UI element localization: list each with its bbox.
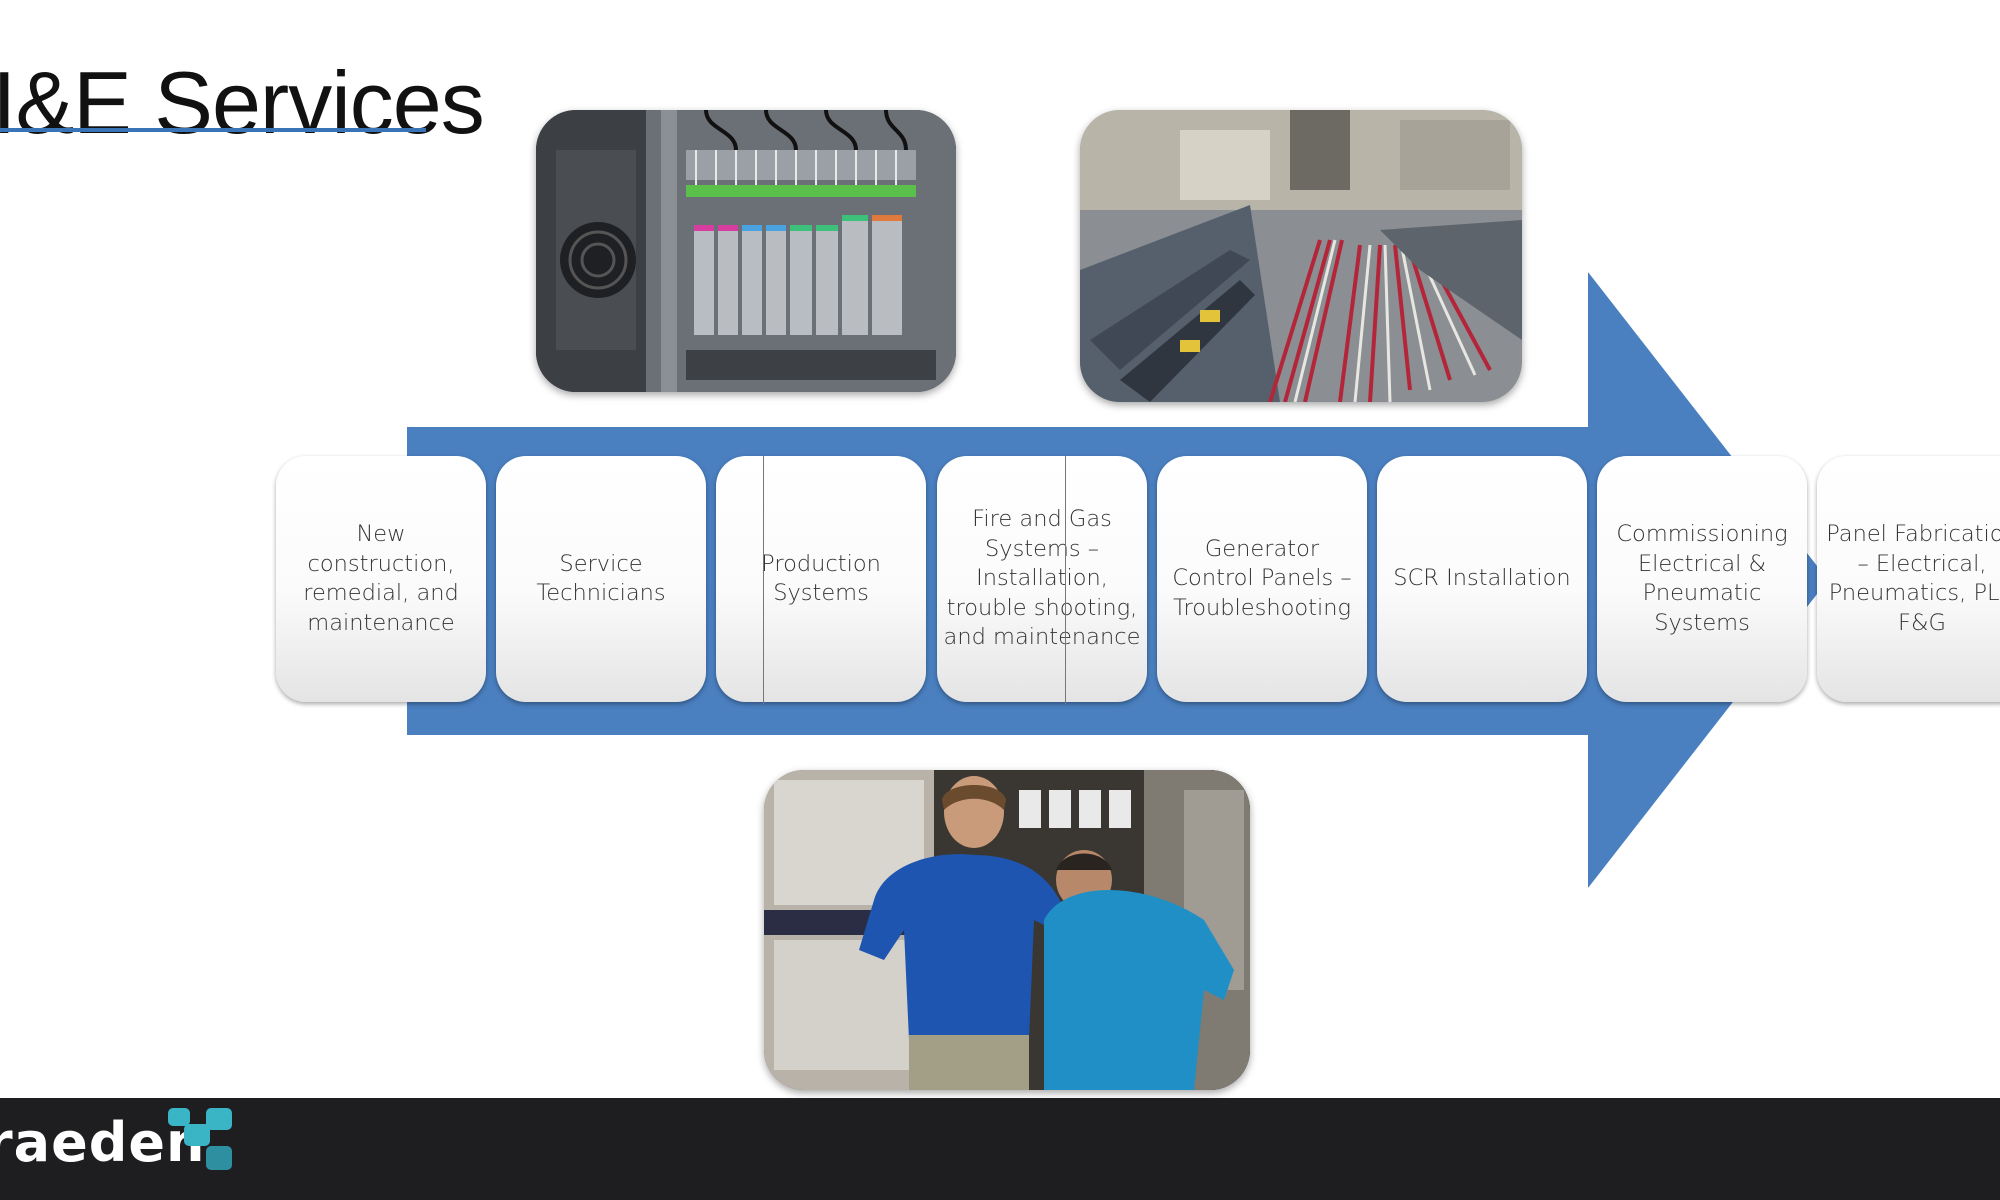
footer-bar <box>0 1098 2000 1200</box>
service-card-scr-installation: SCR Installation <box>1377 456 1587 702</box>
service-card-commissioning: Commissioning Electrical & Pneumatic Sys… <box>1597 456 1807 702</box>
service-card-new-construction: New construction, remedial, and maintena… <box>276 456 486 702</box>
technicians-at-panel-photo <box>764 770 1250 1090</box>
service-card-fire-and-gas: Fire and Gas Systems – Installation, tro… <box>937 456 1147 702</box>
title-underline <box>0 128 426 132</box>
divider-line <box>1065 456 1066 704</box>
company-logo-mark-icon <box>168 1108 232 1170</box>
page-title: I&E Services <box>0 53 485 152</box>
service-card-panel-fabrication: Panel Fabrication – Electrical, Pneumati… <box>1817 456 2000 702</box>
wiring-terminal-rack-photo <box>1080 110 1522 402</box>
service-card-production-systems: Production Systems <box>716 456 926 702</box>
service-card-service-technicians: Service Technicians <box>496 456 706 702</box>
divider-line <box>763 456 764 704</box>
control-panel-modules-photo <box>536 110 956 392</box>
service-card-generator-control: Generator Control Panels – Troubleshooti… <box>1157 456 1367 702</box>
